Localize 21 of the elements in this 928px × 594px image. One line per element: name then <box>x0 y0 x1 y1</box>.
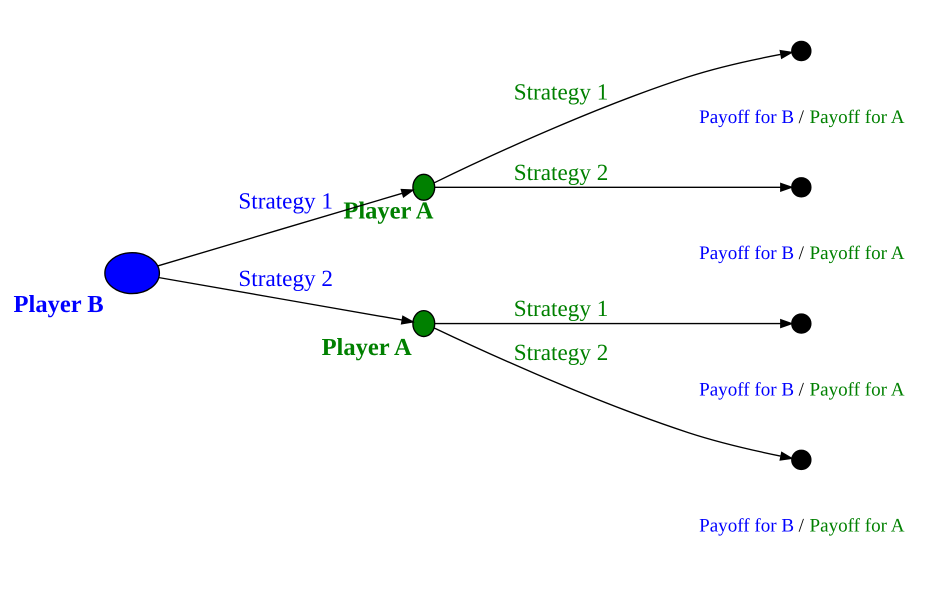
edge-label: Strategy 2 <box>514 340 608 366</box>
node-label: Payoff for B <box>699 516 794 537</box>
edge-label: Strategy 1 <box>514 296 608 322</box>
node-label: Payoff for B <box>699 106 794 128</box>
node-label: Player A <box>322 334 412 361</box>
node-label: Payoff for B <box>699 243 794 264</box>
node-label: / <box>798 516 804 537</box>
edge-label: Strategy 2 <box>514 160 608 186</box>
node-label: Payoff for A <box>810 106 905 128</box>
node-label: Payoff for A <box>810 516 905 537</box>
node-label: / <box>798 243 804 264</box>
node-label: Player A <box>343 197 434 224</box>
edge-label: Strategy 1 <box>514 80 608 106</box>
edge-label: Strategy 2 <box>238 266 333 292</box>
node-label: Payoff for B <box>699 379 794 400</box>
node-label: / <box>798 379 804 400</box>
node-label: Player B <box>14 290 104 318</box>
node-label: Payoff for A <box>810 379 905 400</box>
node-label: / <box>798 106 804 128</box>
node-label: Payoff for A <box>810 243 905 264</box>
edge-label: Strategy 1 <box>238 188 333 215</box>
